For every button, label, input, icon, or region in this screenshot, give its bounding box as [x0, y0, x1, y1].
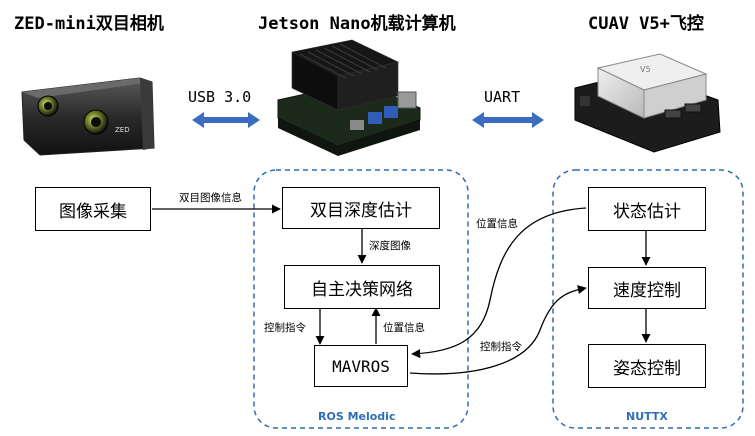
- jetson-nano-board-image: [277, 39, 421, 156]
- svg-text:V5: V5: [640, 65, 651, 74]
- label-depth-image: 深度图像: [369, 240, 411, 252]
- cuav-v5-flight-controller-image: V5: [574, 53, 721, 153]
- computer-title: Jetson Nano机载计算机: [258, 14, 456, 34]
- usb-link-label: USB 3.0: [188, 88, 252, 106]
- ros-melodic-label: ROS Melodic: [318, 410, 396, 423]
- node-stereo-depth-estimation: 双目深度估计: [282, 187, 440, 229]
- node-state-estimation: 状态估计: [588, 187, 706, 231]
- label-position-info-right: 位置信息: [383, 322, 425, 334]
- label-stereo-image-info: 双目图像信息: [179, 192, 242, 204]
- ros-melodic-group: [253, 169, 469, 429]
- usb-double-arrow: [192, 112, 260, 128]
- label-control-command-left: 控制指令: [264, 322, 306, 334]
- node-image-capture: 图像采集: [35, 187, 151, 231]
- edge-mavros-to-speed-curve: [409, 285, 587, 375]
- nuttx-group: [552, 169, 744, 429]
- zed-logo-text: ZED: [115, 126, 130, 134]
- node-speed-control: 速度控制: [588, 267, 706, 309]
- flight-controller-title: CUAV V5+飞控: [588, 14, 704, 34]
- uart-double-arrow: [472, 112, 544, 128]
- nuttx-label: NUTTX: [626, 410, 668, 423]
- label-control-command-bottom: 控制指令: [480, 341, 522, 353]
- node-attitude-control: 姿态控制: [588, 344, 706, 388]
- label-position-info-top: 位置信息: [476, 218, 518, 230]
- node-autonomous-decision-network: 自主决策网络: [284, 265, 440, 309]
- uart-link-label: UART: [484, 88, 521, 106]
- node-mavros: MAVROS: [314, 345, 408, 387]
- camera-title: ZED-mini双目相机: [14, 14, 164, 34]
- zed-mini-camera-image: ZED: [21, 77, 155, 156]
- edge-state-to-mavros-curve: [411, 207, 587, 359]
